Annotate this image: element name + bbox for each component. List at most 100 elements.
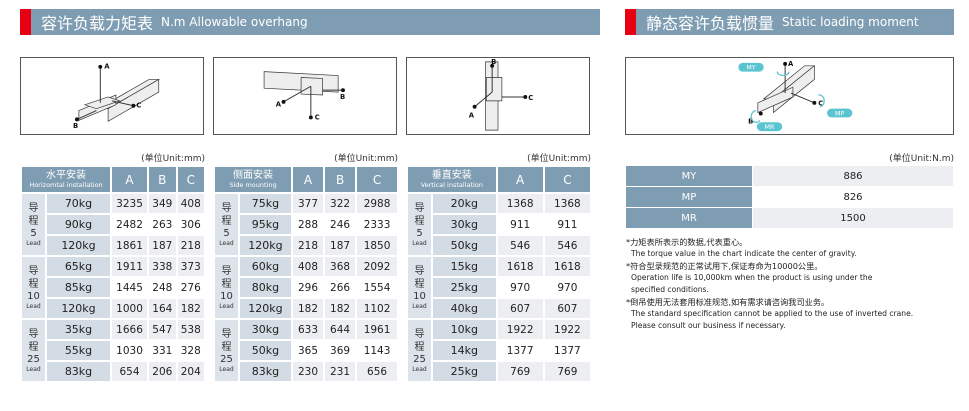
moment-value: 182 [290, 297, 326, 320]
column-header: A [290, 165, 326, 194]
load-weight: 25kg [431, 360, 498, 383]
install-type-cn: 水平安装 [45, 170, 86, 181]
column-header: B [323, 165, 358, 194]
moment-value: 826 [752, 186, 954, 208]
load-weight: 65kg [45, 255, 112, 278]
load-weight: 20kg [431, 192, 498, 215]
lead-en: Lead [219, 239, 234, 247]
svg-text:C: C [528, 94, 533, 102]
moment-value: 349 [147, 192, 178, 215]
svg-text:B: B [748, 117, 753, 125]
svg-text:B: B [73, 122, 78, 130]
lead-cn: 导程 [414, 265, 425, 290]
load-weight: 30kg [431, 213, 498, 236]
moment-value: 633 [290, 318, 326, 341]
moment-value: 408 [175, 192, 207, 215]
load-weight: 80kg [238, 276, 293, 299]
moment-value: 182 [175, 297, 207, 320]
load-weight: 50kg [238, 339, 293, 362]
moment-value: 266 [323, 276, 358, 299]
lead-number: 5 [223, 227, 230, 239]
moment-value: 911 [495, 213, 545, 236]
moment-value: 911 [542, 213, 593, 236]
install-type-en: Vertical installation [420, 181, 483, 189]
load-weight: 120kg [238, 234, 293, 257]
static-moment-diagram: A C B MY MP MR [625, 57, 954, 135]
moment-value: 538 [175, 318, 207, 341]
column-header: C [175, 165, 207, 194]
moment-value: 246 [323, 213, 358, 236]
load-weight: 120kg [45, 234, 112, 257]
unit-label: (单位Unit:mm) [334, 154, 398, 164]
vertical-diagram: A B C [406, 57, 590, 135]
moment-value: 2988 [355, 192, 399, 215]
lead-number: 10 [220, 290, 233, 302]
header-title-cn: 静态容许负载惯量 [646, 14, 775, 33]
lead-number: 25 [220, 353, 233, 365]
moment-value: 182 [323, 297, 358, 320]
moment-value: 328 [175, 339, 207, 362]
lead-cn: 导程 [414, 328, 425, 353]
moment-value: 607 [542, 297, 593, 320]
moment-value: 322 [323, 192, 358, 215]
moment-value: 769 [542, 360, 593, 383]
lead-en: Lead [26, 365, 41, 373]
moment-value: 1000 [109, 297, 150, 320]
note-en: Please consult our business if necessary… [631, 321, 786, 330]
load-weight: 14kg [431, 339, 498, 362]
moment-value: 365 [290, 339, 326, 362]
moment-value: 377 [290, 192, 326, 215]
moment-value: 1554 [355, 276, 399, 299]
lead-number: 5 [30, 227, 37, 239]
svg-text:B: B [491, 58, 496, 66]
column-header: C [355, 165, 399, 194]
moment-value: 408 [290, 255, 326, 278]
moment-value: 338 [147, 255, 178, 278]
moment-label: MR [625, 207, 753, 229]
moment-value: 1377 [495, 339, 545, 362]
moment-value: 231 [323, 360, 358, 383]
moment-value: 218 [290, 234, 326, 257]
moment-value: 607 [495, 297, 545, 320]
moment-value: 1850 [355, 234, 399, 257]
moment-value: 1961 [355, 318, 399, 341]
moment-value: 164 [147, 297, 178, 320]
svg-text:C: C [136, 102, 141, 110]
moment-value: 970 [495, 276, 545, 299]
svg-text:C: C [818, 100, 823, 108]
label-mp: MP [835, 110, 844, 117]
lead-en: Lead [219, 302, 234, 310]
lead-cn: 导程 [221, 265, 232, 290]
moment-value: 288 [290, 213, 326, 236]
moment-value: 263 [147, 213, 178, 236]
moment-value: 546 [542, 234, 593, 257]
column-header: A [109, 165, 150, 194]
moment-value: 2092 [355, 255, 399, 278]
moment-value: 331 [147, 339, 178, 362]
lead-cn: 导程 [414, 202, 425, 227]
load-weight: 60kg [238, 255, 293, 278]
moment-value: 1911 [109, 255, 150, 278]
notes: *力矩表所表示的数据,代表重心。 The torque value in the… [626, 236, 913, 332]
load-weight: 90kg [45, 213, 112, 236]
